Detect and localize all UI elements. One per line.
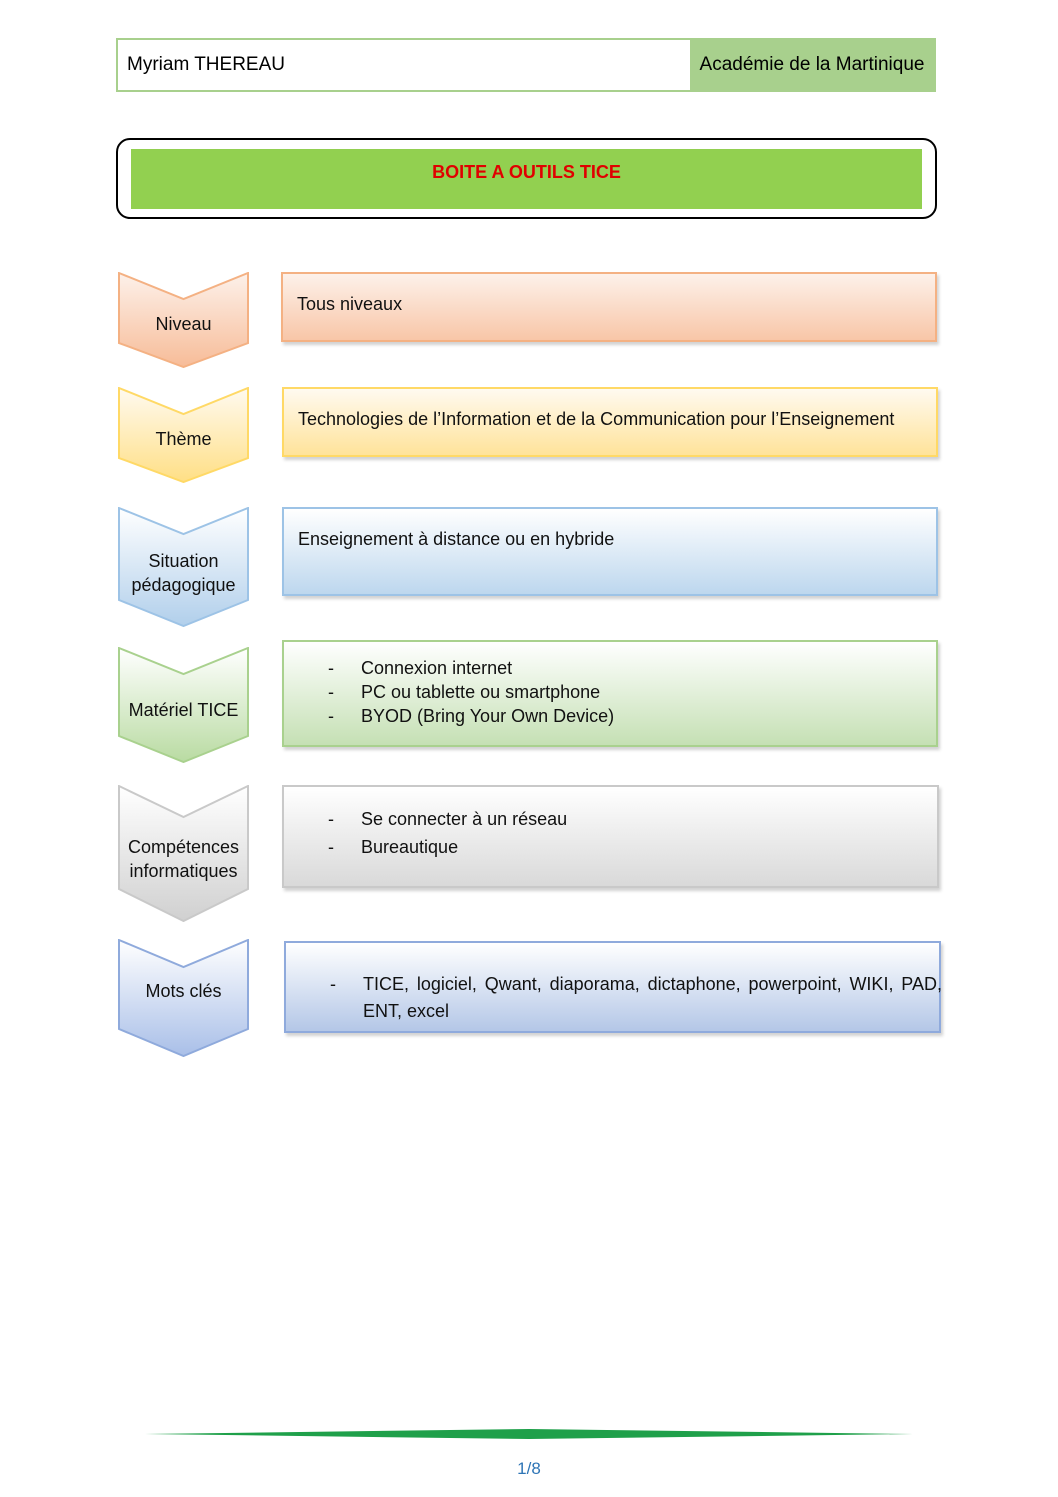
chevron-label: Niveau: [155, 314, 212, 334]
content-box-competences: Se connecter à un réseau Bureautique: [282, 785, 939, 888]
chevron-materiel: Matériel TICE: [118, 647, 249, 763]
chevron-label: Mots clés: [145, 981, 222, 1001]
list-item: BYOD (Bring Your Own Device): [328, 704, 614, 728]
page-header: Myriam THEREAU Académie de la Martinique: [116, 38, 936, 92]
list-item: Connexion internet: [328, 656, 614, 680]
box-text: Enseignement à distance ou en hybride: [298, 529, 615, 549]
chevron-label-line-1: Situation: [148, 551, 219, 571]
chevron-situation: Situation pédagogique: [118, 507, 249, 627]
document-title: BOITE A OUTILS TICE: [432, 162, 621, 182]
content-box-theme: Technologies de l’Information et de la C…: [282, 387, 938, 457]
list-item: TICE, logiciel, Qwant, diaporama, dictap…: [330, 971, 942, 1025]
content-box-materiel: Connexion internet PC ou tablette ou sma…: [282, 640, 938, 747]
chevron-label-line-1: Compétences: [127, 837, 240, 857]
chevron-shape: [118, 507, 249, 627]
list-item: PC ou tablette ou smartphone: [328, 680, 614, 704]
mots-cles-list: TICE, logiciel, Qwant, diaporama, dictap…: [330, 971, 942, 1025]
title-frame: BOITE A OUTILS TICE: [116, 138, 937, 219]
content-box-situation: Enseignement à distance ou en hybride: [282, 507, 938, 596]
footer-divider: [145, 1429, 913, 1439]
page-number: 1/8: [517, 1459, 541, 1478]
box-text: Technologies de l’Information et de la C…: [298, 409, 895, 429]
content-box-niveau: Tous niveaux: [281, 272, 937, 342]
materiel-list: Connexion internet PC ou tablette ou sma…: [328, 656, 614, 728]
chevron-shape: [118, 272, 249, 368]
academy-name: Académie de la Martinique: [688, 40, 934, 90]
chevron-label: Thème: [155, 429, 212, 449]
chevron-label-line-2: pédagogique: [131, 575, 236, 595]
competences-list: Se connecter à un réseau Bureautique: [328, 805, 567, 861]
list-item: Bureautique: [328, 833, 567, 861]
chevron-label-line-2: informatiques: [129, 861, 238, 881]
chevron-competences: Compétences informatiques: [118, 785, 249, 922]
chevron-theme: Thème: [118, 387, 249, 483]
chevron-mots-cles: Mots clés: [118, 939, 249, 1057]
chevron-shape: [118, 387, 249, 483]
content-box-mots-cles: TICE, logiciel, Qwant, diaporama, dictap…: [284, 941, 942, 1033]
title-bar: BOITE A OUTILS TICE: [131, 149, 922, 209]
chevron-shape: [118, 647, 249, 763]
chevron-label: Matériel TICE: [128, 700, 239, 720]
chevron-shape: [118, 939, 249, 1057]
author-name: Myriam THEREAU: [118, 40, 688, 90]
chevron-niveau: Niveau: [118, 272, 249, 368]
chevron-shape: [118, 785, 249, 922]
list-item: Se connecter à un réseau: [328, 805, 567, 833]
box-text: Tous niveaux: [297, 294, 403, 314]
